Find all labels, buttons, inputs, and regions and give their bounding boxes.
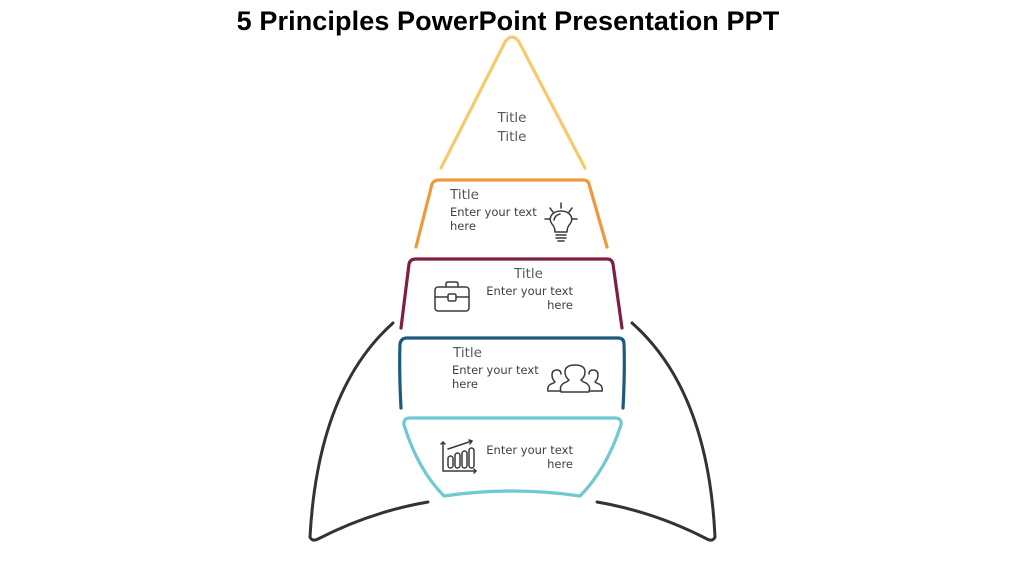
level2-outline [399, 257, 624, 330]
bar-chart-growth-icon [440, 439, 477, 474]
right-wing-outline [595, 321, 717, 542]
level3-title: Title [453, 345, 482, 361]
level1-text: Enter your text here [450, 205, 550, 233]
briefcase-icon [434, 281, 470, 312]
level2-title: Title [514, 266, 543, 282]
slide-title: 5 Principles PowerPoint Presentation PPT [236, 6, 780, 36]
level3-text: Enter your text here [452, 363, 552, 391]
level4-text: Enter your text here [470, 443, 573, 471]
left-wing-outline [308, 321, 430, 542]
level3-outline [398, 336, 626, 410]
level4-text-line2: here [547, 457, 573, 471]
level3-text-line2: here [452, 377, 478, 391]
level4-text-line1: Enter your text [486, 443, 573, 457]
lightbulb-icon [544, 202, 578, 242]
level1-title: Title [450, 187, 479, 203]
users-icon [547, 364, 603, 393]
level1-outline [414, 178, 609, 249]
level1-text-line1: Enter your text [450, 205, 537, 219]
level3-text-line1: Enter your text [452, 363, 539, 377]
level2-text-line1: Enter your text [486, 284, 573, 298]
level2-text-line2: here [547, 298, 573, 312]
level1-text-line2: here [450, 219, 476, 233]
tip-title-line1: Title [497, 110, 527, 126]
rocket-tip-outline [439, 35, 587, 170]
level2-text: Enter your text here [470, 284, 573, 312]
tip-title-line2: Title [497, 129, 527, 145]
level4-outline [402, 416, 623, 498]
